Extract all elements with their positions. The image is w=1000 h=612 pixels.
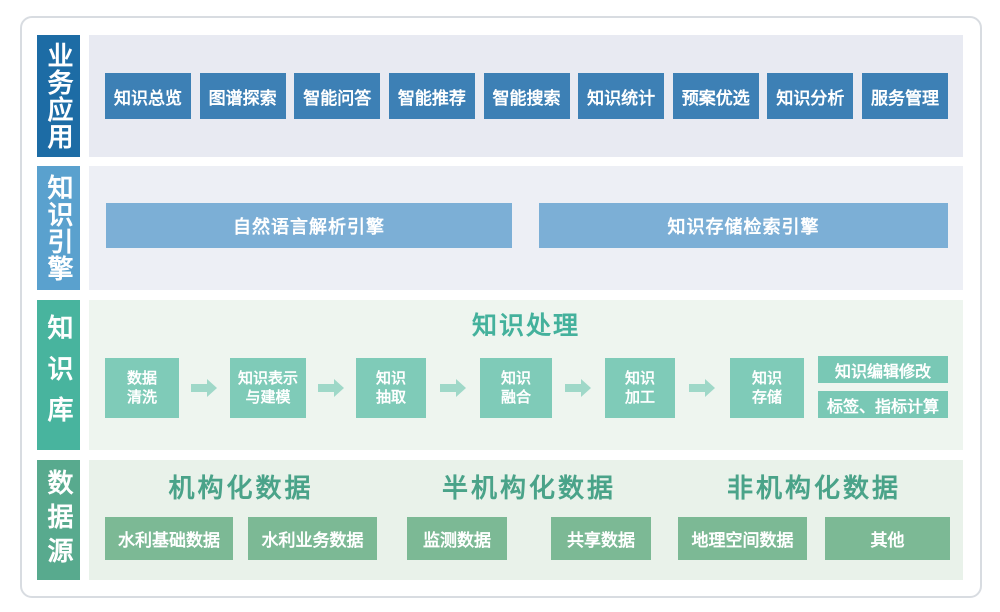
data-box-water-basic: 水利基础数据 [105, 517, 233, 560]
side-box-knowledge-edit: 知识编辑修改 [818, 356, 948, 383]
data-box-geospatial: 地理空间数据 [678, 517, 807, 560]
data-box-shared: 共享数据 [551, 517, 651, 560]
app-box-service-mgmt: 服务管理 [862, 73, 948, 119]
data-box-monitoring: 监测数据 [407, 517, 507, 560]
knowledge-processing-title: 知识处理 [471, 311, 580, 340]
data-box-water-business: 水利业务数据 [248, 517, 377, 560]
flow-box-representation-modeling: 知识表示 与建模 [230, 358, 306, 418]
flow-box-fusion: 知识 融合 [480, 358, 552, 418]
layer-label-data-source: 数据源 [37, 460, 80, 580]
flow-arrow-icon [689, 379, 715, 397]
engine-bar-storage-retrieval: 知识存储检索引擎 [539, 203, 948, 248]
app-box-knowledge-stats: 知识统计 [578, 73, 665, 119]
engine-bar-nlp: 自然语言解析引擎 [106, 203, 512, 248]
flow-box-data-cleaning: 数据 清洗 [105, 358, 179, 418]
layer-label-knowledge-engine: 知识引擎 [37, 166, 80, 290]
app-box-knowledge-overview: 知识总览 [105, 73, 191, 119]
layer-label-business-apps: 业务应用 [37, 35, 80, 157]
flow-arrow-icon [565, 379, 591, 397]
app-box-plan-selection: 预案优选 [672, 73, 759, 119]
panel-data-source [89, 460, 963, 580]
data-group-heading-semistructured: 半机构化数据 [441, 474, 616, 504]
app-box-smart-qa: 智能问答 [294, 73, 381, 119]
app-box-smart-recommend: 智能推荐 [388, 73, 475, 119]
flow-arrow-icon [191, 379, 217, 397]
flow-arrow-icon [440, 379, 466, 397]
flow-arrow-icon [318, 379, 344, 397]
flow-box-storage: 知识 存储 [730, 358, 804, 418]
app-box-knowledge-analysis: 知识分析 [767, 73, 854, 119]
business-app-row: 知识总览 图谱探索 智能问答 智能推荐 智能搜索 知识统计 预案优选 知识分析 … [105, 73, 948, 119]
flow-box-extraction: 知识 抽取 [356, 358, 426, 418]
data-group-heading-structured: 机构化数据 [168, 474, 314, 504]
app-box-smart-search: 智能搜索 [483, 73, 570, 119]
layer-label-knowledge-base: 知识库 [37, 300, 80, 450]
data-box-other: 其他 [825, 517, 950, 560]
side-box-tag-indicator-calc: 标签、指标计算 [818, 391, 948, 418]
flow-box-processing: 知识 加工 [605, 358, 675, 418]
data-group-heading-unstructured: 非机构化数据 [726, 474, 901, 504]
app-box-graph-explore: 图谱探索 [199, 73, 286, 119]
